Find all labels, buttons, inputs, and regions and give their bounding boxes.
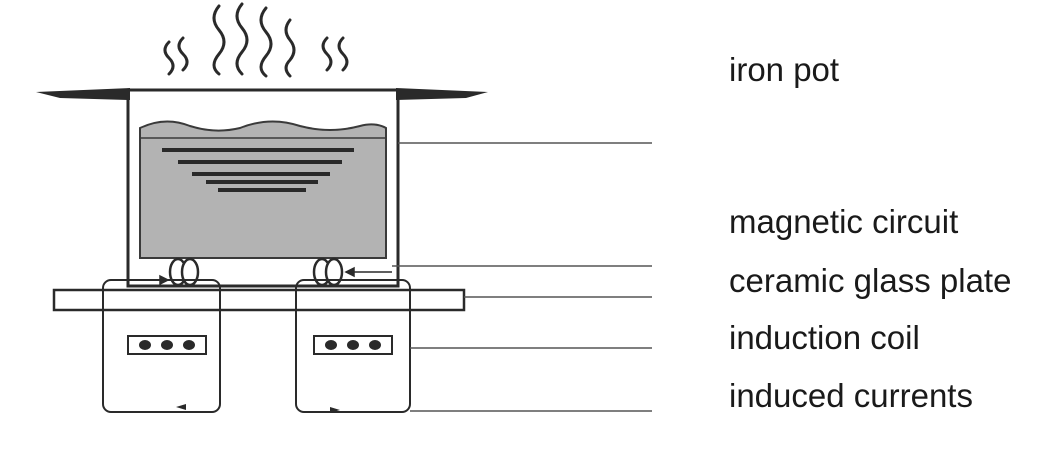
label-ceramic-glass-plate: ceramic glass plate xyxy=(729,262,1012,299)
induction-coil-left xyxy=(127,335,207,355)
label-induction-coil: induction coil xyxy=(729,319,920,356)
ceramic-glass-plate xyxy=(52,288,466,312)
magnetic-field-lines xyxy=(162,148,354,192)
label-magnetic-circuit: magnetic circuit xyxy=(729,203,959,240)
iron-pot xyxy=(126,88,400,288)
flux-arrows xyxy=(122,266,392,286)
label-induced-currents: induced currents xyxy=(729,377,973,414)
coil-housing-right xyxy=(295,279,411,413)
induced-current-arrows xyxy=(176,404,340,413)
induction-coil-right xyxy=(313,335,393,355)
leader-lines xyxy=(392,142,652,412)
pot-handle-left xyxy=(36,88,130,100)
steam-wisps xyxy=(163,2,349,78)
coil-housing-left xyxy=(102,279,221,413)
pot-handle-right xyxy=(396,88,488,100)
magnetic-circuit-coils xyxy=(168,257,344,287)
label-iron-pot: iron pot xyxy=(729,51,840,88)
